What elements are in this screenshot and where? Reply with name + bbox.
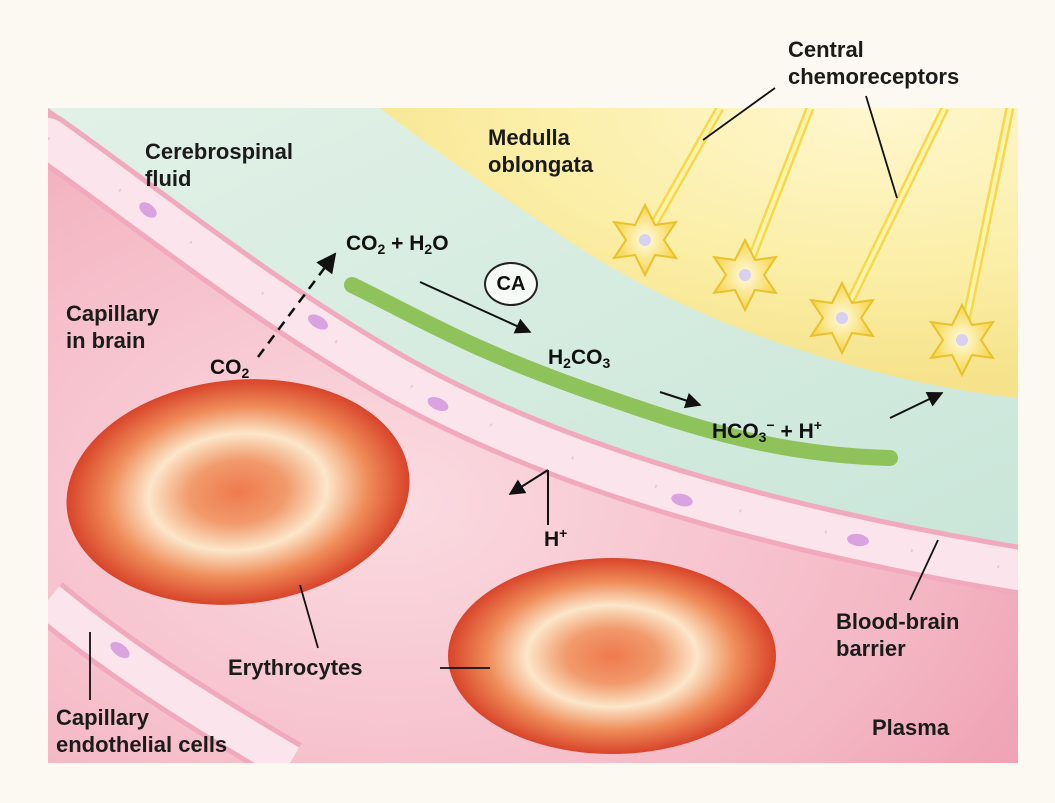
- eq-co2-plus-water: CO2 + H2O: [346, 232, 449, 257]
- carbonic-anhydrase-badge: CA: [484, 262, 538, 306]
- h-ion-arrow: [508, 469, 549, 495]
- leader-chemoreceptors-2: [865, 95, 898, 199]
- endothelial-nucleus: [110, 641, 130, 659]
- label-cerebrospinal-fluid: Cerebrospinal fluid: [145, 139, 293, 191]
- endothelial-nucleus: [671, 493, 693, 507]
- leader-bbb: [909, 539, 939, 601]
- endothelial-nucleus: [847, 533, 869, 547]
- highlight-stroke: [344, 277, 898, 466]
- endothelial-nucleus: [139, 202, 157, 218]
- leader-chemoreceptors-1: [702, 87, 776, 141]
- label-capillary-endothelial-cells: Capillary endothelial cells: [56, 705, 228, 757]
- erythrocyte-2: [448, 558, 776, 754]
- hydration-arrow: [419, 281, 532, 334]
- label-plasma: Plasma: [872, 715, 950, 740]
- lower-endothelial-wall: [48, 586, 300, 763]
- eq-carbonic-acid: H2CO3: [548, 346, 611, 371]
- co2-diffusion-arrow: [256, 252, 337, 358]
- label-medulla-oblongata: Medulla oblongata: [488, 125, 594, 177]
- label-erythrocytes: Erythrocytes: [228, 655, 363, 680]
- endothelial-wall: [48, 118, 1018, 590]
- endothelial-nucleus: [308, 314, 328, 330]
- endothelial-nucleus: [427, 396, 449, 412]
- erythrocyte-1: [66, 379, 410, 605]
- chemoreceptor-neurons: [611, 108, 1015, 378]
- label-blood-brain-barrier: Blood-brain barrier: [836, 609, 960, 661]
- leader-erythrocyte-1: [299, 584, 319, 649]
- eq-bicarbonate-plus-proton: HCO3− + H+: [712, 417, 822, 445]
- label-h-ion: H+: [544, 525, 568, 551]
- to-chemoreceptor-arrow: [889, 392, 944, 419]
- label-central-chemoreceptors: Central chemoreceptors: [788, 37, 960, 89]
- dissociation-arrow: [659, 391, 702, 409]
- label-co2-diffusing: CO2: [210, 356, 250, 381]
- label-capillary-in-brain: Capillary in brain: [66, 301, 159, 353]
